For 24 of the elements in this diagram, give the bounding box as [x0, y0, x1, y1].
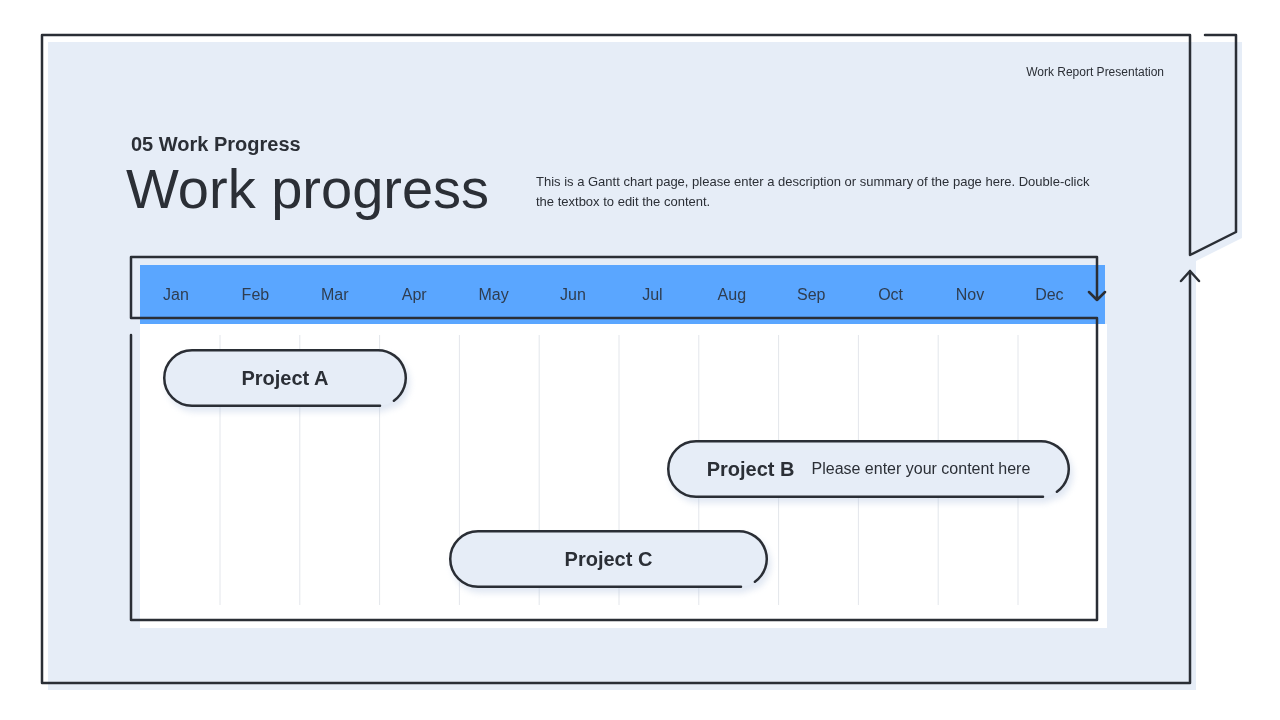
project-name: Project C	[564, 547, 653, 571]
month-label: Apr	[401, 285, 427, 304]
month-label: May	[478, 285, 509, 304]
month-label: Mar	[321, 285, 349, 304]
project-note: Please enter your content here	[811, 459, 1031, 479]
month-label: Jul	[642, 285, 663, 304]
header-text: Work Report Presentation	[1026, 65, 1164, 80]
month-label: Jan	[163, 285, 189, 304]
project-name: Project A	[241, 366, 329, 390]
section-subtitle: 05 Work Progress	[131, 133, 301, 156]
month-label: Aug	[717, 285, 747, 304]
month-label: Oct	[878, 285, 904, 304]
project-bar	[163, 349, 407, 407]
month-header-band	[140, 265, 1105, 324]
project-bar	[667, 440, 1070, 498]
project-name: Project B	[706, 457, 795, 481]
month-label: Dec	[1035, 285, 1064, 304]
description-text: This is a Gantt chart page, please enter a description or summary of the page here. Double-click the textbox to edit the content.	[536, 173, 1091, 211]
month-label: Sep	[796, 285, 826, 304]
month-label: Jun	[560, 285, 586, 304]
project-bar	[449, 530, 768, 588]
month-label: Nov	[955, 285, 985, 304]
page-title: Work progress	[126, 158, 490, 220]
month-label: Feb	[241, 285, 270, 304]
